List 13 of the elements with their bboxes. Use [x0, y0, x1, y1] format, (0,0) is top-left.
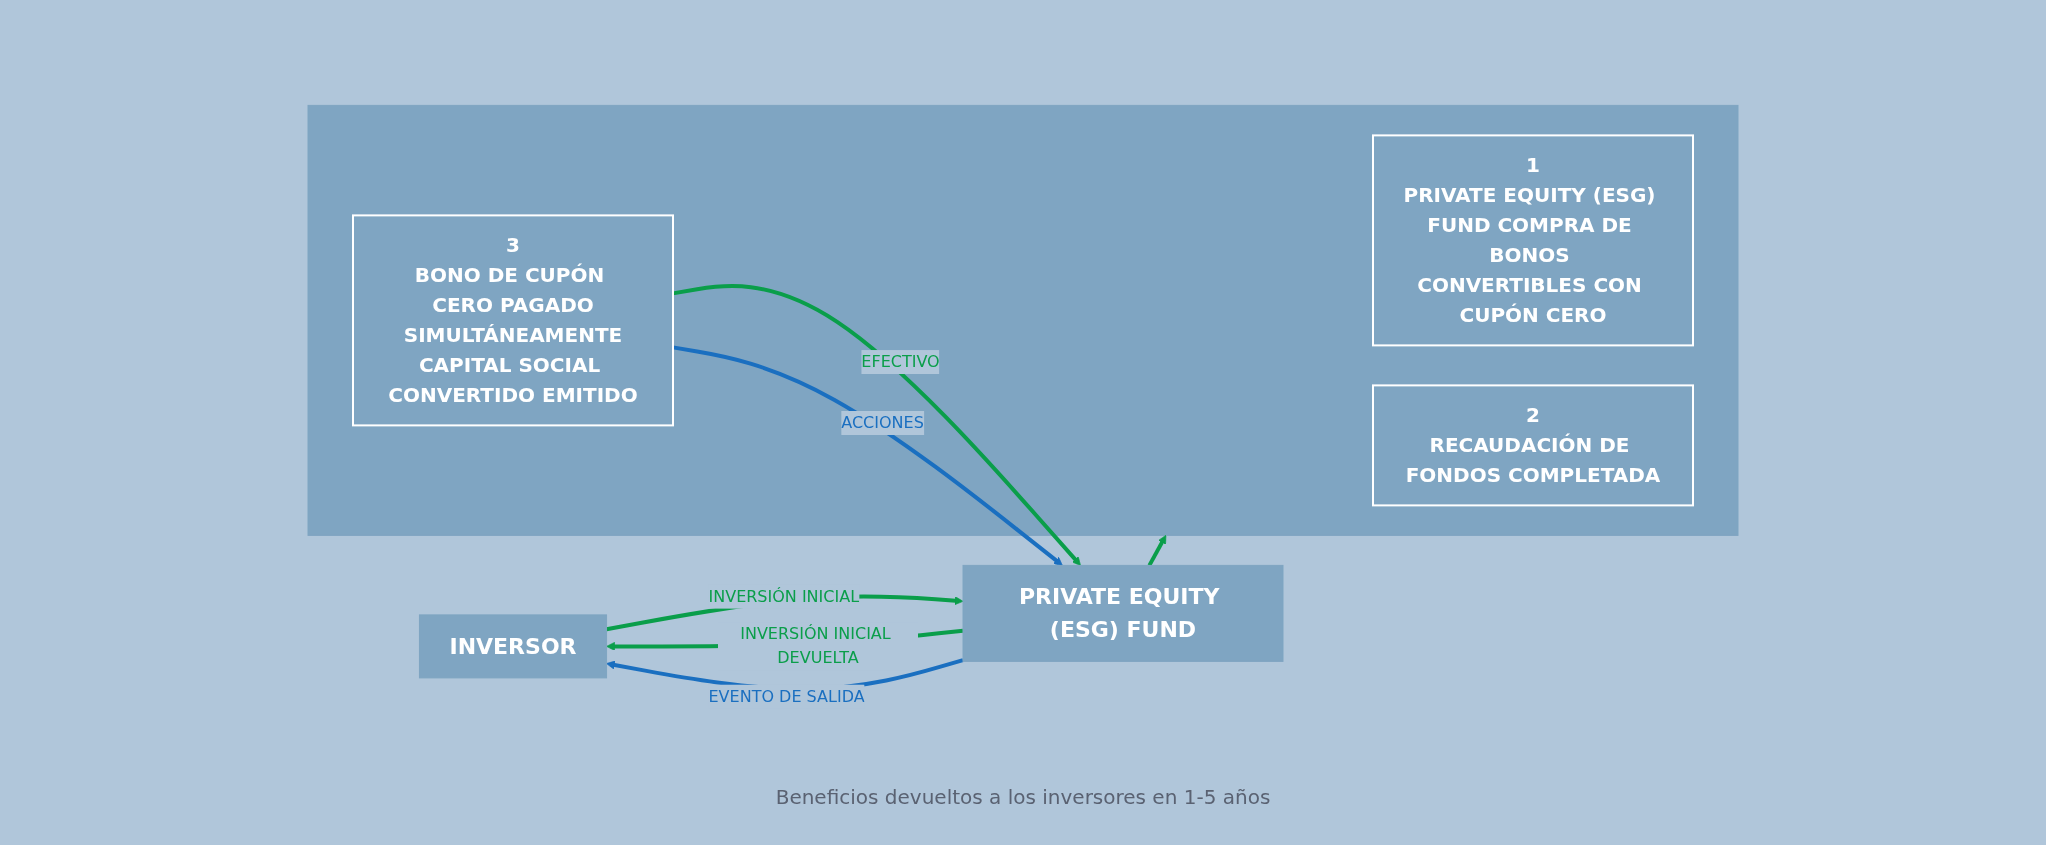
cluster	[307, 104, 1739, 536]
edge-label: ACCIONES	[841, 412, 924, 432]
edge-label: EFECTIVO	[861, 351, 940, 371]
edge-label: INVERSIÓN INICIAL DEVUELTA	[740, 623, 891, 667]
node-box: PRIVATE EQUITY (ESG) FUND	[962, 564, 1284, 662]
note-text: Beneficios devueltos a los inversores en 1-5 años	[775, 784, 1271, 809]
node-box: INVERSOR	[418, 613, 608, 678]
arrow	[1147, 534, 1167, 566]
edge-label: INVERSIÓN INICIAL	[708, 586, 860, 606]
node-box: 2 RECAUDACIÓN DE FONDOS COMPLETADA	[1372, 383, 1694, 506]
edge-label: EVENTO DE SALIDA	[708, 686, 865, 706]
node-box: 1 PRIVATE EQUITY (ESG) FUND COMPRA DE BONOS CONVERTIBLES CON CUPÓN CERO	[1372, 133, 1694, 346]
node-box: 3 BONO DE CUPÓN CERO PAGADO SIMULTÁNEAMENTE CAPITAL SOCIAL CONVERTIDO EMITIDO	[352, 213, 674, 426]
